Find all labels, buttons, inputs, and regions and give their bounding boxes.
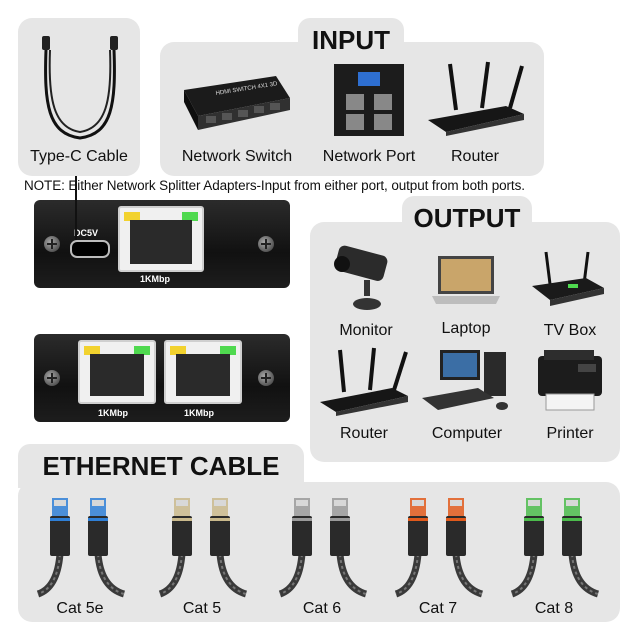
tv-box-icon bbox=[532, 251, 604, 306]
cable-type-label-1: Cat 5e bbox=[56, 600, 104, 617]
screw-icon bbox=[44, 236, 60, 252]
input-item-label-2: Network Port bbox=[322, 148, 416, 165]
output-item-label-4: Router bbox=[339, 425, 389, 442]
port-speed-label: 1KMbp bbox=[98, 408, 128, 418]
ethernet-cable-icon bbox=[510, 498, 600, 598]
output-item-label-1: Monitor bbox=[339, 322, 393, 339]
camera-icon bbox=[334, 245, 388, 310]
router-icon bbox=[320, 347, 408, 416]
output-title: OUTPUT bbox=[402, 196, 532, 240]
adapter-single-port: DC5V 1KMbp bbox=[34, 200, 290, 288]
cable-label: Type-C Cable bbox=[30, 148, 128, 165]
cable-connector-line bbox=[75, 176, 77, 240]
screw-icon bbox=[258, 370, 274, 386]
output-item-label-6: Printer bbox=[546, 425, 594, 442]
network-port-icon bbox=[334, 64, 404, 136]
screw-icon bbox=[258, 236, 274, 252]
cable-type-label-3: Cat 6 bbox=[302, 600, 342, 617]
ethernet-cable-icon bbox=[36, 498, 126, 598]
output-item-label-2: Laptop bbox=[441, 320, 491, 337]
usb-c-port-icon bbox=[70, 240, 110, 258]
input-title: INPUT bbox=[298, 18, 404, 62]
ethernet-cable-icon bbox=[394, 498, 484, 598]
ethernet-cable-icon bbox=[158, 498, 248, 598]
output-item-label-3: TV Box bbox=[543, 322, 597, 339]
ethernet-panel bbox=[18, 482, 620, 622]
printer-icon bbox=[538, 350, 602, 411]
power-label: DC5V bbox=[74, 228, 99, 238]
note-text: NOTE: Either Network Splitter Adapters-I… bbox=[24, 178, 525, 193]
input-item-label-1: Network Switch bbox=[181, 148, 293, 165]
cable-type-label-4: Cat 7 bbox=[418, 600, 458, 617]
ethernet-port bbox=[118, 206, 204, 272]
laptop-icon bbox=[432, 256, 500, 304]
router-icon bbox=[428, 61, 524, 136]
cable-type-label-5: Cat 8 bbox=[534, 600, 574, 617]
ethernet-port bbox=[164, 340, 242, 404]
ethernet-cable-icon bbox=[278, 498, 368, 598]
cable-type-label-2: Cat 5 bbox=[182, 600, 222, 617]
cable-panel bbox=[18, 18, 140, 176]
computer-icon bbox=[422, 350, 508, 410]
port-speed-label: 1KMbp bbox=[140, 274, 170, 284]
network-switch-icon: HDMI SWITCH 4X1 3D bbox=[184, 76, 290, 130]
screw-icon bbox=[44, 370, 60, 386]
usb-c-cable-icon bbox=[42, 36, 118, 140]
input-item-label-3: Router bbox=[450, 148, 500, 165]
ethernet-port bbox=[78, 340, 156, 404]
adapter-dual-port: 1KMbp 1KMbp bbox=[34, 334, 290, 422]
port-speed-label: 1KMbp bbox=[184, 408, 214, 418]
ethernet-title: ETHERNET CABLE bbox=[18, 444, 304, 488]
output-item-label-5: Computer bbox=[431, 425, 503, 442]
